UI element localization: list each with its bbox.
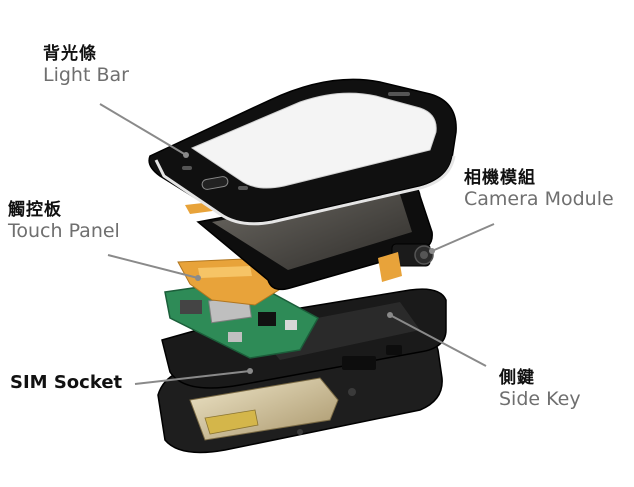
leader-sim-socket-dot <box>247 368 253 374</box>
leader-touch-panel <box>107 254 199 279</box>
label-light-bar-en: Light Bar <box>43 64 129 87</box>
callout-lines <box>99 103 495 385</box>
front-bezel <box>148 78 457 226</box>
label-side-key: 側鍵 Side Key <box>499 368 581 410</box>
label-touch-panel: 觸控板 Touch Panel <box>8 200 120 242</box>
leader-camera-module-dot <box>429 248 435 254</box>
label-light-bar: 背光條 Light Bar <box>43 44 129 86</box>
label-side-key-en: Side Key <box>499 388 581 411</box>
label-sim-socket-en: SIM Socket <box>10 372 123 393</box>
label-camera-module-en: Camera Module <box>464 188 614 211</box>
leader-side-key <box>389 314 487 367</box>
leader-sim-socket <box>134 370 251 385</box>
main-pcb <box>164 279 320 359</box>
leader-light-bar-dot <box>183 152 189 158</box>
label-side-key-cn: 側鍵 <box>499 368 535 388</box>
label-touch-panel-cn: 觸控板 <box>8 200 62 220</box>
label-sim-socket: SIM Socket <box>10 372 122 393</box>
label-camera-module-cn: 相機模組 <box>464 168 536 188</box>
leader-side-key-dot <box>387 312 393 318</box>
label-camera-module: 相機模組 Camera Module <box>464 168 614 210</box>
label-light-bar-cn: 背光條 <box>43 44 97 64</box>
leader-light-bar <box>99 103 187 156</box>
leader-touch-panel-dot <box>195 275 201 281</box>
label-touch-panel-en: Touch Panel <box>8 220 120 243</box>
camera-module <box>378 243 434 282</box>
leader-camera-module <box>431 223 495 252</box>
